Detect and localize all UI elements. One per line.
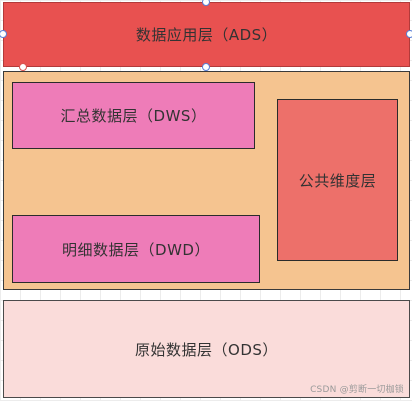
- connection-anchor-handle[interactable]: [19, 63, 27, 71]
- layer-dim-label: 公共维度层: [298, 171, 377, 190]
- layer-ads-label: 数据应用层（ADS）: [135, 26, 278, 44]
- layer-dwd-label: 明细数据层（DWD）: [62, 240, 210, 259]
- layer-dws[interactable]: 汇总数据层（DWS）: [12, 82, 255, 149]
- layer-dws-label: 汇总数据层（DWS）: [60, 107, 207, 125]
- layer-ads[interactable]: 数据应用层（ADS）: [3, 2, 410, 67]
- selection-handle-top[interactable]: [202, 0, 210, 6]
- layer-dwd[interactable]: 明细数据层（DWD）: [12, 215, 260, 283]
- layer-ods-label: 原始数据层（ODS）: [135, 340, 278, 359]
- selection-handle-right[interactable]: [406, 30, 412, 38]
- selection-handle-bottom[interactable]: [202, 63, 210, 71]
- layer-dim[interactable]: 公共维度层: [277, 99, 398, 261]
- selection-handle-left[interactable]: [0, 30, 7, 38]
- watermark-text: CSDN @剪断一切枷锁: [310, 385, 404, 395]
- layer-ods[interactable]: 原始数据层（ODS）: [3, 300, 410, 398]
